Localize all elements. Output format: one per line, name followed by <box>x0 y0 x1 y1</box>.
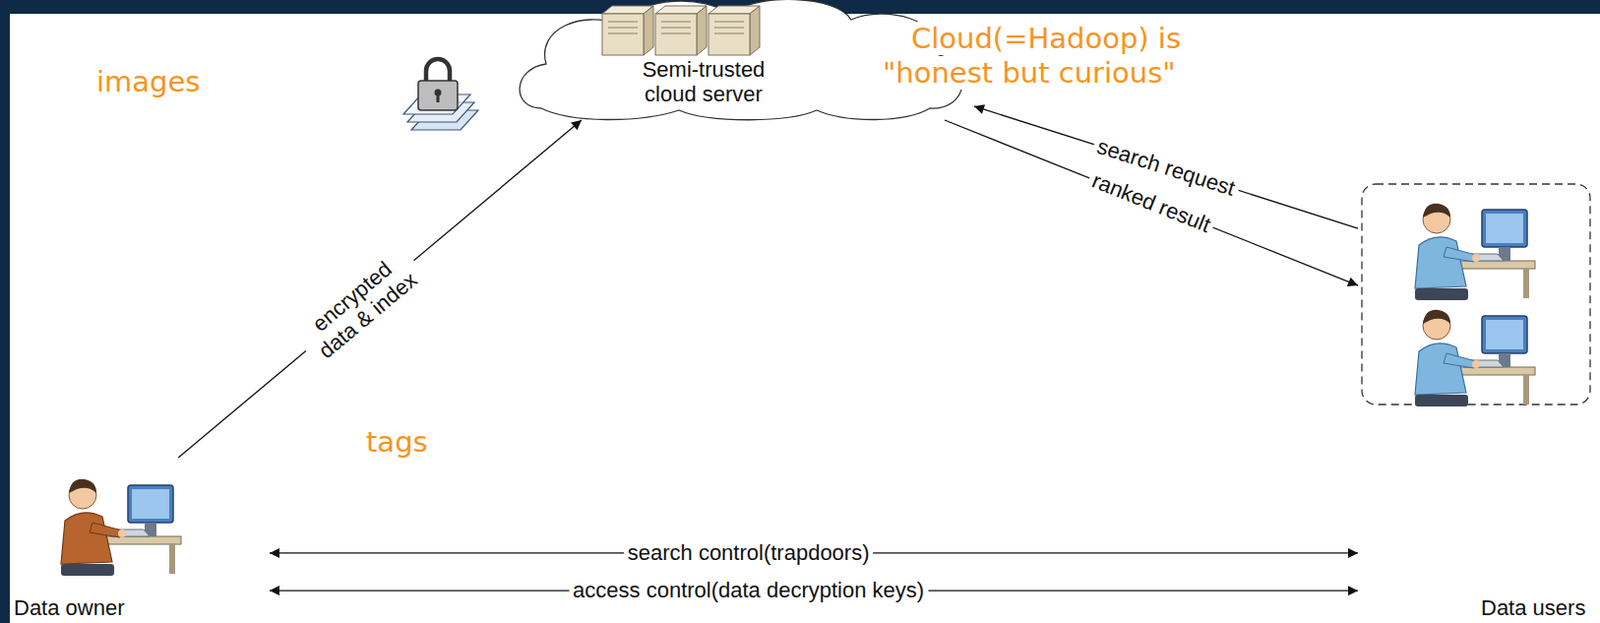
annotation-note: Cloud(=Hadoop) is "honest but curious" <box>882 21 1208 91</box>
edge-label: search control(trapdoors) <box>623 540 874 565</box>
annotation-note: tags <box>366 425 429 460</box>
slide-left-band <box>0 0 10 623</box>
annotation-note: images <box>96 64 200 100</box>
user-person-icon <box>1415 203 1536 301</box>
data-owner-node: Data owner <box>11 457 270 623</box>
annotation-slot: Cloud(=Hadoop) is "honest but curious" <box>882 21 1208 91</box>
edge-label-slot: search control(trapdoors) <box>623 540 874 565</box>
data-users-node: Data users <box>1357 180 1595 623</box>
actor-label: Data owner <box>13 595 125 620</box>
annotation-slot: images <box>96 64 200 100</box>
owner-person-icon <box>61 479 182 576</box>
edge-label-slot: access control(data decryption keys) <box>568 577 928 603</box>
node-label: Semi-trusted cloud server <box>629 57 778 108</box>
upload-arrow <box>178 120 582 458</box>
user-person-icon <box>1415 309 1536 407</box>
edge-label: access control(data decryption keys) <box>568 577 928 603</box>
annotation-slot: tags <box>366 425 429 460</box>
edge-label-slot: encrypted data & index <box>290 241 431 370</box>
edge-label: encrypted data & index <box>290 241 431 370</box>
actor-label: Data users <box>1480 595 1586 620</box>
encrypted-documents-icon <box>403 59 479 130</box>
result-arrow <box>944 120 1358 286</box>
server-rack-icon <box>602 5 760 56</box>
users-figure <box>1357 180 1595 623</box>
users-group-border <box>1361 184 1591 405</box>
